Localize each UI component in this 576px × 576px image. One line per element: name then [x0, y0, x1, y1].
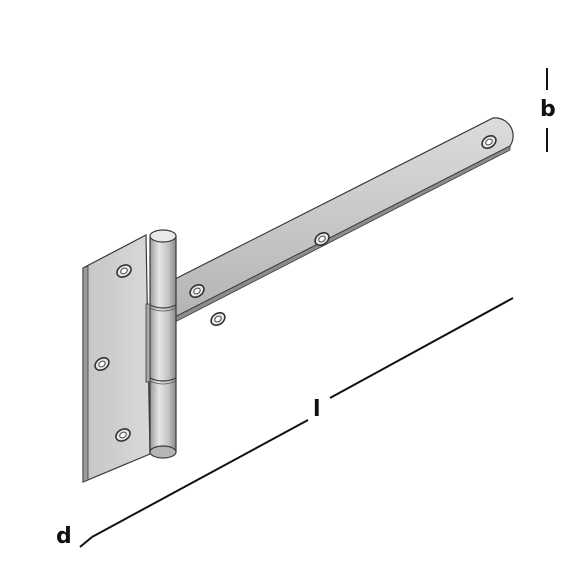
dimension-d-label: d [56, 524, 72, 549]
dimension-l-label: l [313, 397, 321, 422]
hinge-knuckle-icon [145, 229, 177, 459]
dimension-lines [79, 68, 548, 548]
screw-hole-icon [116, 264, 132, 278]
screw-hole-icon [189, 283, 205, 299]
screw-hole-icon [314, 231, 330, 247]
screw-holes [94, 134, 497, 442]
dimension-l-lower-line [91, 419, 309, 538]
screw-hole-icon [481, 134, 497, 150]
screw-hole-icon [210, 311, 226, 327]
dimension-d-tick [79, 536, 93, 548]
hinge-strap [172, 117, 514, 324]
screw-hole-icon [94, 356, 110, 372]
dimension-b-label: b [540, 97, 556, 122]
screw-hole-icon [115, 428, 131, 442]
dimension-l-upper-line [329, 297, 514, 399]
